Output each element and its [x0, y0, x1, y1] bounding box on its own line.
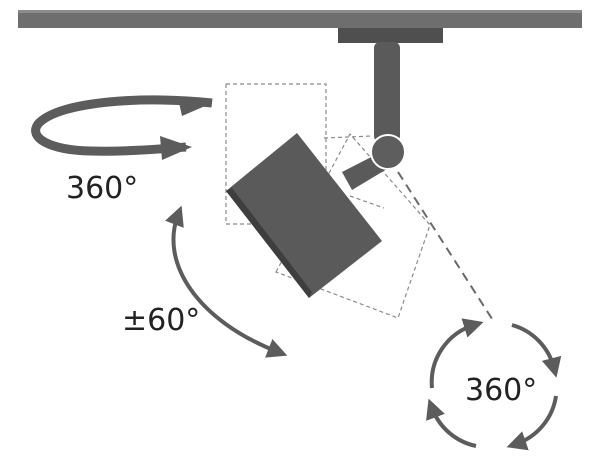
pivot-joint — [370, 134, 406, 170]
track-rail — [18, 10, 582, 28]
lamp-head — [226, 133, 382, 298]
head-rotation-arrows — [426, 318, 562, 451]
head-rotation-label: 360° — [465, 373, 537, 408]
beam-axis-line — [397, 171, 495, 323]
horizontal-rotation-arrow — [31, 95, 213, 160]
track-adapter — [338, 28, 443, 43]
arm — [342, 134, 406, 190]
tilt-arrow — [165, 205, 288, 358]
stem — [374, 42, 400, 142]
tilt-label: ±60° — [122, 303, 200, 338]
horizontal-rotation-label: 360° — [66, 171, 138, 206]
